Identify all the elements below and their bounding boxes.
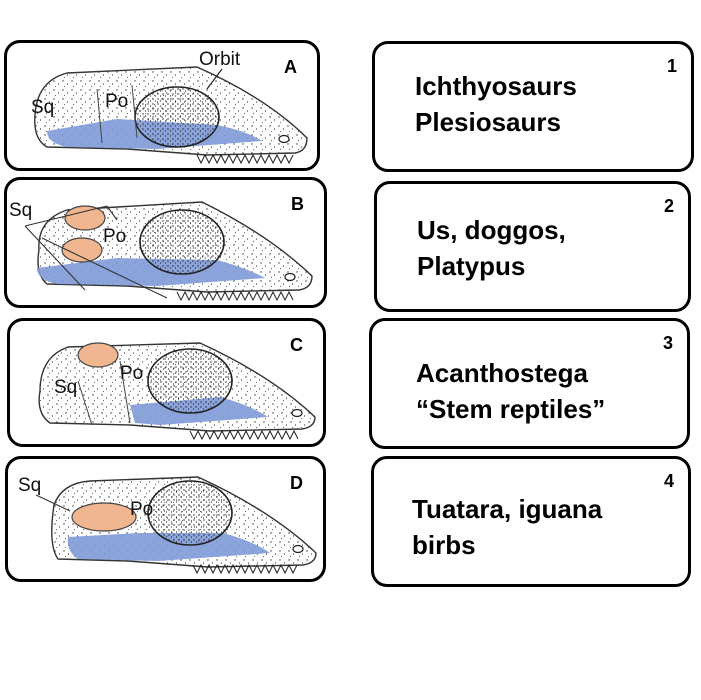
answer-line: Acanthostega [416,358,588,388]
answer-line: Tuatara, iguana [412,494,603,524]
answer-line: “Stem reptiles” [416,394,606,424]
card-letter-b: B [291,194,304,214]
label-po: Po [130,499,153,520]
skull-diagram-b: Sq Po [9,200,313,302]
skull-diagram-d: Sq Po [18,475,317,575]
label-sq: Sq [18,475,41,496]
label-sq: Sq [9,200,32,221]
answer-card-2: 2 Us, doggos, Platypus [374,181,691,312]
card-letter-c: C [290,335,303,355]
skull-diagram-a: Sq Po Orbit [31,49,308,165]
answer-line: Platypus [417,251,526,281]
label-po: Po [120,363,143,384]
answer-line: Plesiosaurs [415,107,561,137]
label-po: Po [105,91,128,112]
answer-line: birbs [412,530,476,560]
skull-card-b: Sq Po B [4,177,327,308]
skull-diagram-c: Sq Po [38,342,316,441]
label-sq: Sq [54,377,77,398]
card-number-2: 2 [663,196,674,216]
answer-line: Ichthyosaurs [415,71,577,101]
answer-card-1: 1 Ichthyosaurs Plesiosaurs [372,41,694,172]
label-orbit: Orbit [199,49,241,70]
label-po: Po [103,226,126,247]
answer-card-4: 4 Tuatara, iguana birbs [371,456,691,587]
skull-card-c: Sq Po C [7,318,326,447]
skull-card-a: Sq Po Orbit A [4,40,320,171]
skull-card-d: Sq Po D [5,456,326,582]
card-number-1: 1 [666,56,677,76]
answer-card-3: 3 Acanthostega “Stem reptiles” [369,318,690,449]
answer-line: Us, doggos, [417,215,566,245]
label-sq: Sq [31,97,54,118]
card-letter-a: A [284,57,297,77]
card-number-4: 4 [663,471,674,491]
card-number-3: 3 [662,333,673,353]
card-letter-d: D [290,473,303,493]
